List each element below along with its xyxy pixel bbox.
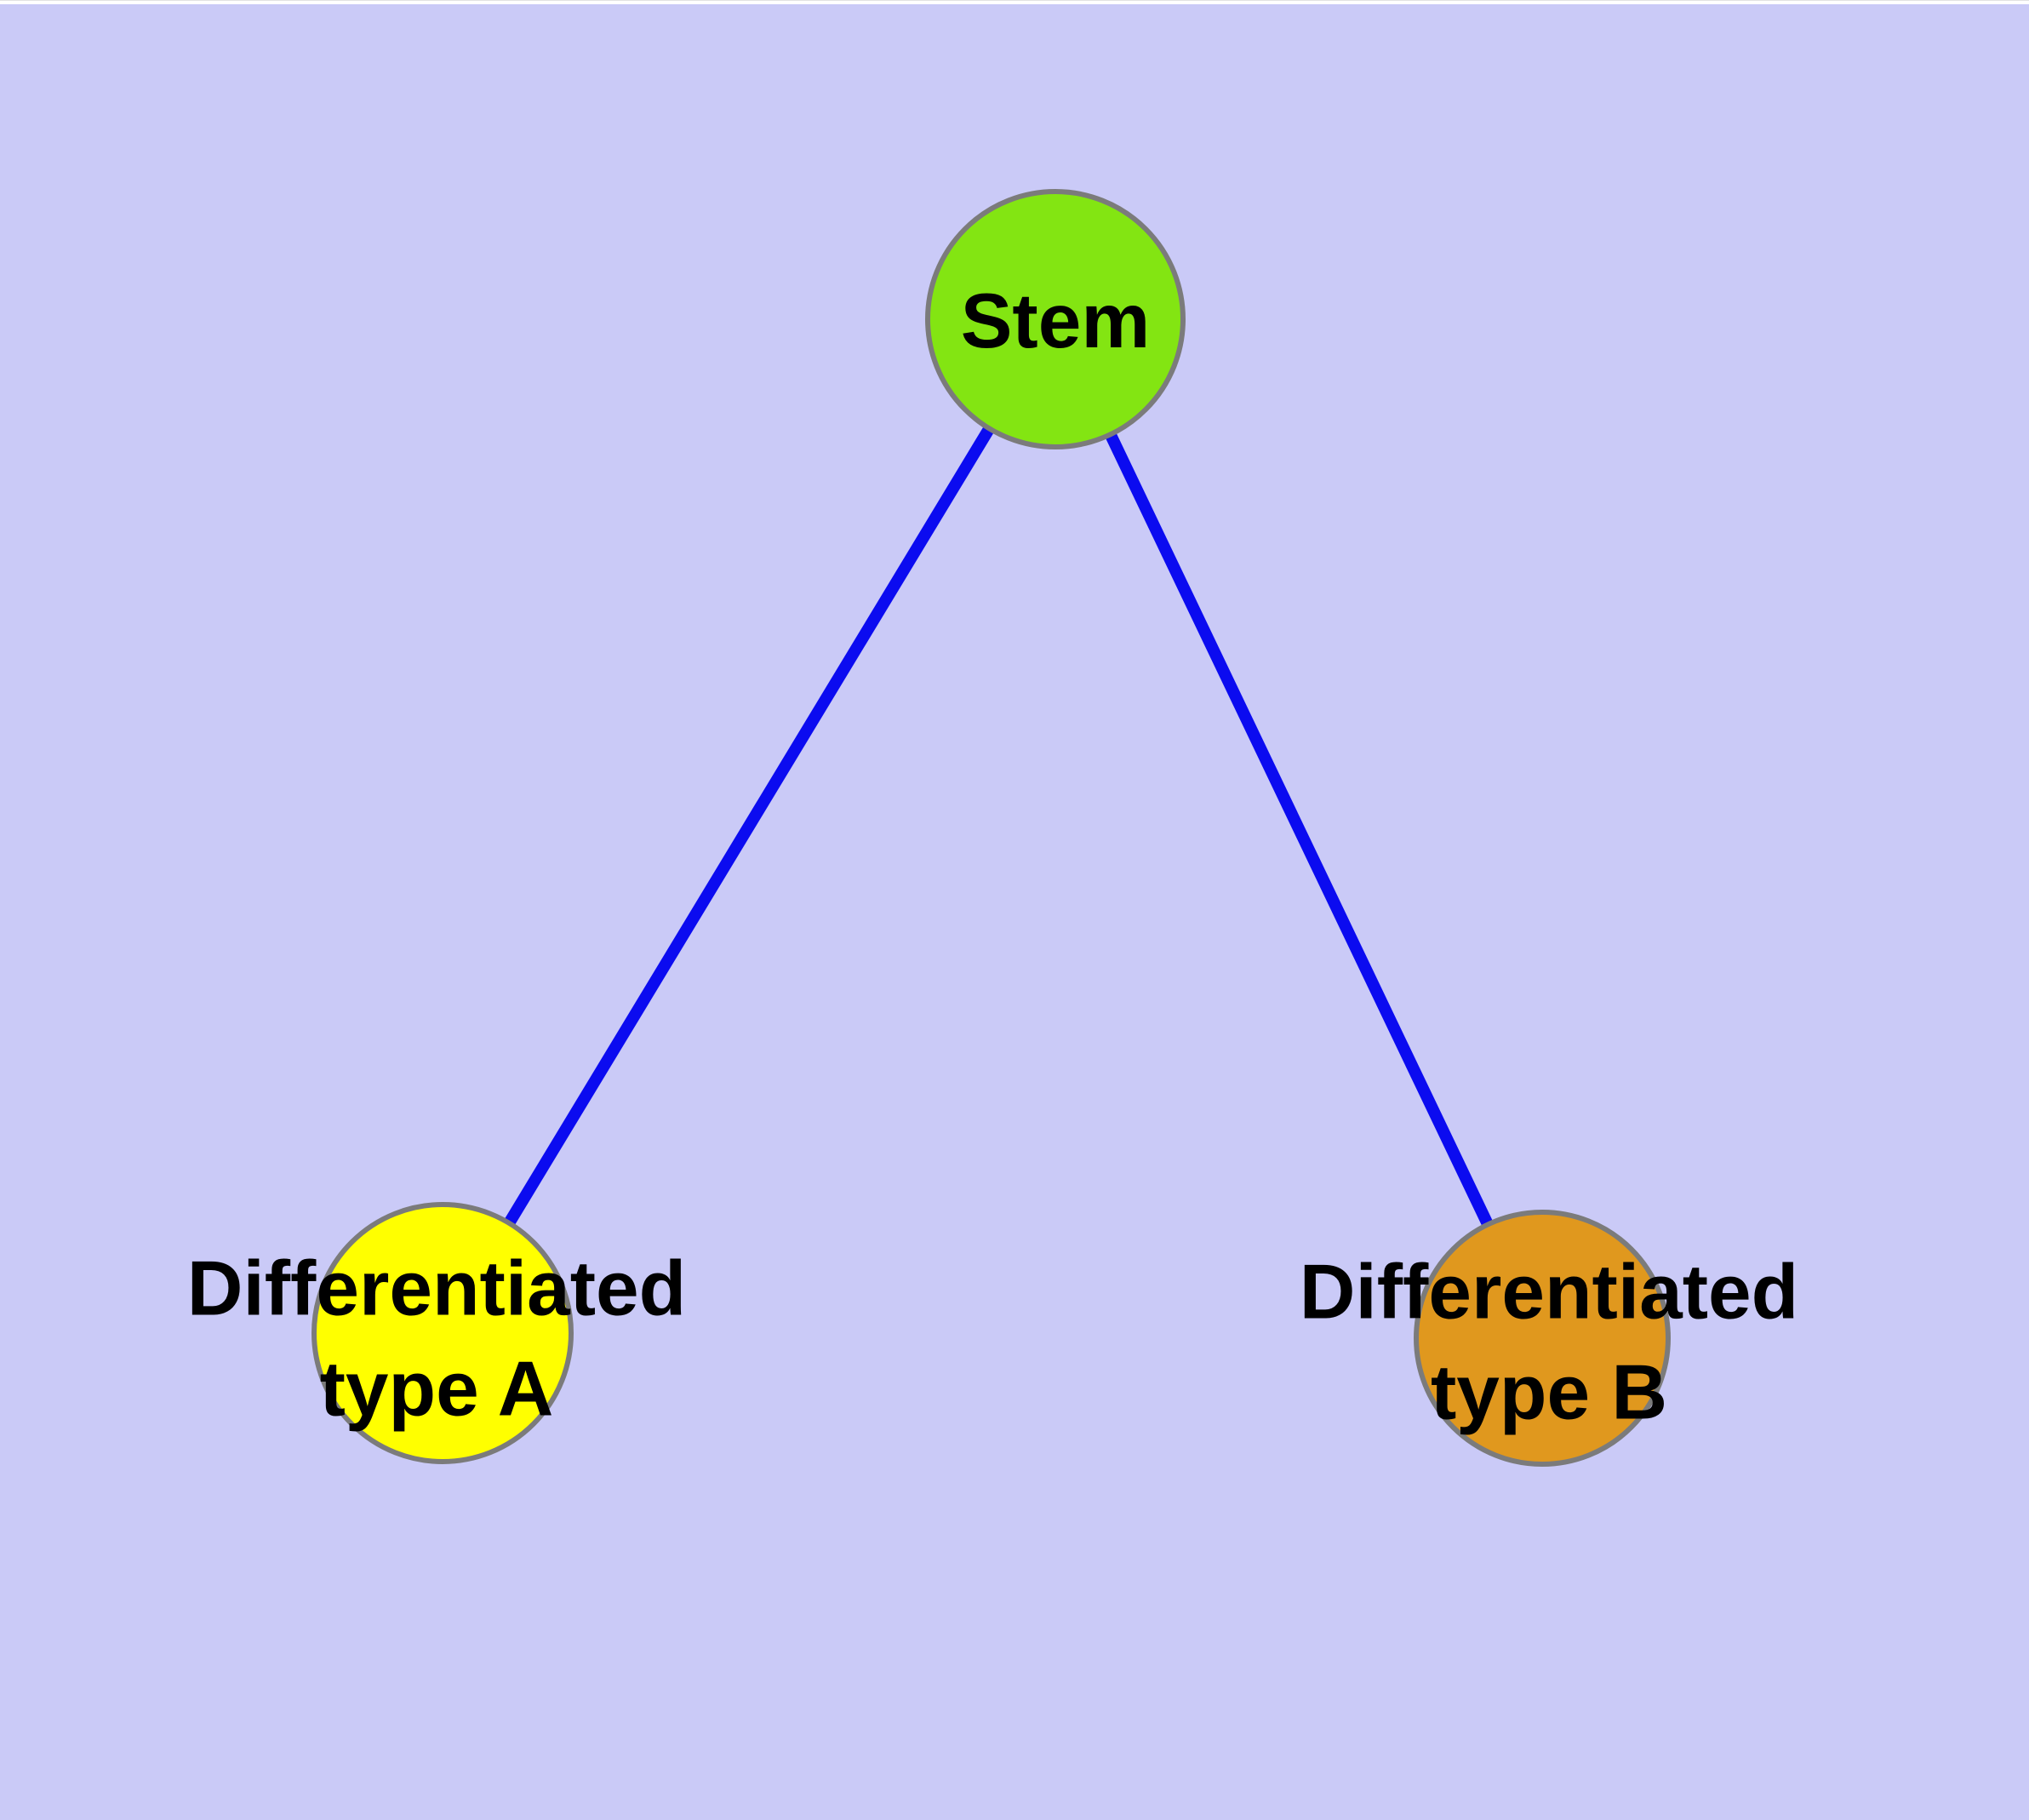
node-circle-differentiated-type-a (311, 1202, 574, 1464)
top-white-margin (0, 0, 2029, 4)
node-circle-differentiated-type-b (1414, 1210, 1671, 1467)
edge-stem-to-type-b (1049, 316, 1548, 1342)
node-circle-stem (925, 189, 1186, 449)
edge-stem-to-type-a (437, 316, 1060, 1336)
